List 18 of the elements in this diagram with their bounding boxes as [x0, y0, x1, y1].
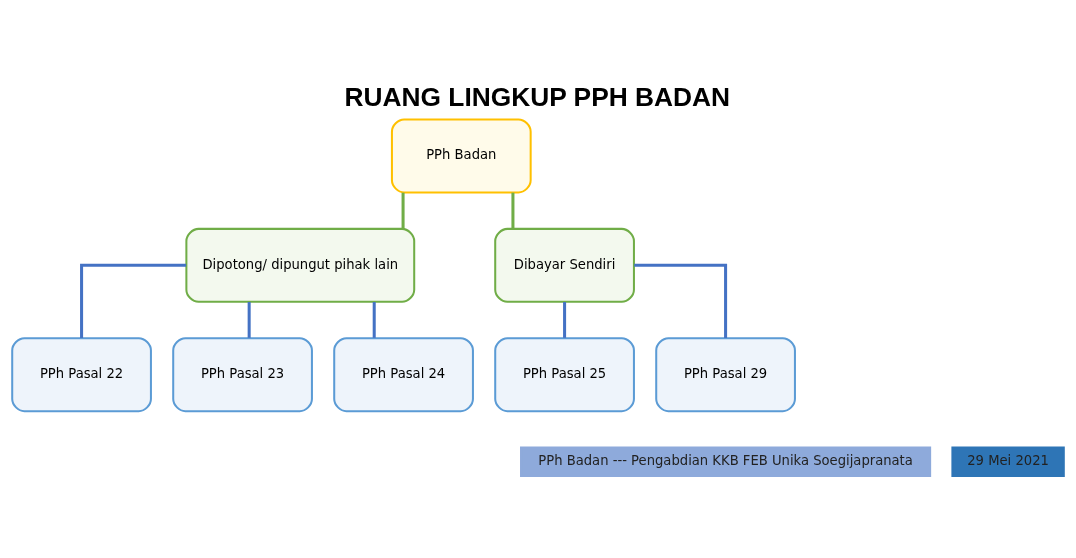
connector	[80, 263, 187, 338]
node-box: PPh Pasal 22	[11, 337, 152, 413]
connector	[634, 263, 728, 338]
connector	[511, 192, 515, 229]
node-box: PPh Pasal 24	[333, 337, 474, 413]
connector	[563, 302, 567, 338]
connector	[247, 302, 251, 338]
label: PPh Badan --- Pengabdian KKB FEB Unika Soegijapranata	[538, 453, 913, 469]
node-box: PPh Pasal 29	[655, 337, 796, 413]
connector	[401, 192, 405, 229]
label: 29 Mei 2021	[967, 453, 1049, 469]
node-box: PPh Badan	[390, 118, 532, 194]
node-box: Dibayar Sendiri	[494, 227, 635, 303]
connector	[372, 302, 376, 338]
diagram-title: RUANG LINGKUP PPH BADAN	[344, 82, 731, 113]
node-box: Dipotong/ dipungut pihak lain	[185, 227, 416, 303]
node-box: PPh Pasal 23	[172, 337, 313, 413]
node-box: PPh Pasal 25	[494, 337, 635, 413]
